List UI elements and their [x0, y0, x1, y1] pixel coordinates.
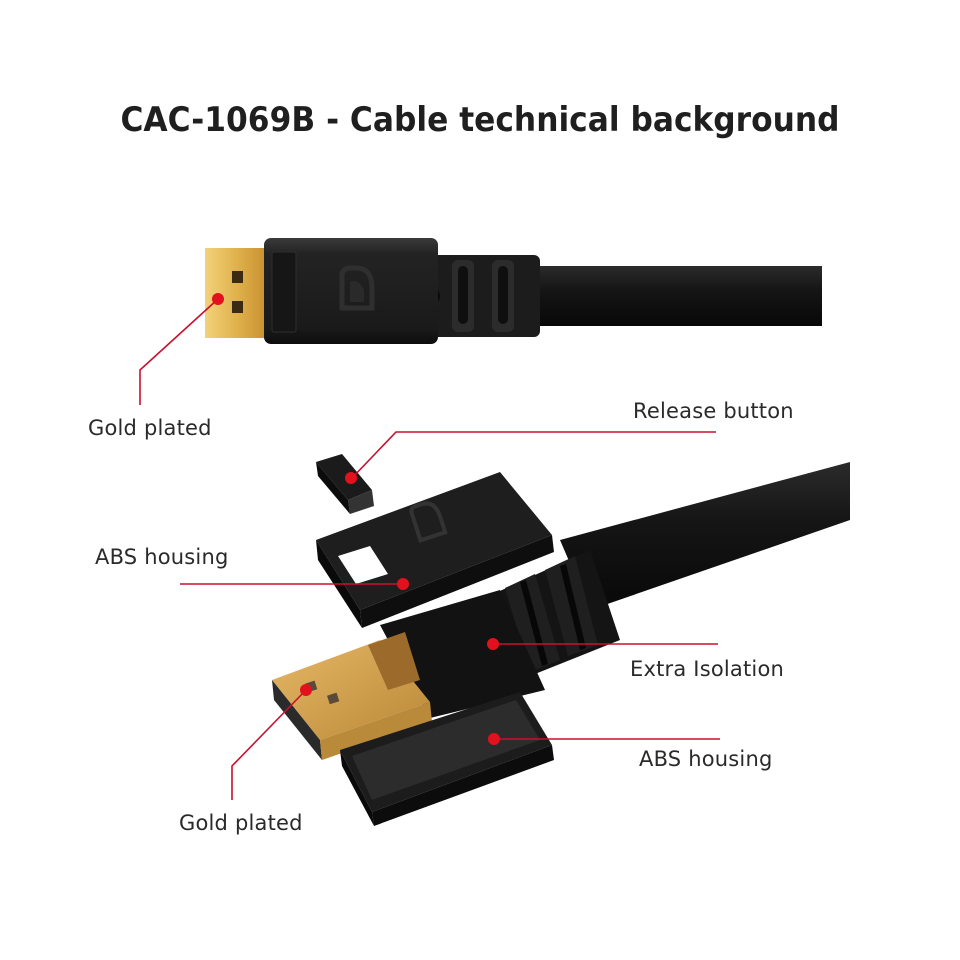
- marker-dots: [212, 293, 500, 745]
- marker-dot-abs-housing-bottom: [488, 733, 500, 745]
- displayport-logo-housing-icon: [409, 501, 448, 543]
- marker-dot-extra-isolation: [487, 638, 499, 650]
- strain-relief-top: [424, 255, 540, 337]
- callout-abs-housing-top: ABS housing: [95, 545, 229, 569]
- leader-gold-plated-top: [139, 298, 219, 405]
- leader-lines: [139, 298, 720, 800]
- marker-dot-gold-plated-top: [212, 293, 224, 305]
- assembled-connector: [205, 238, 822, 344]
- leader-release-button: [351, 431, 716, 479]
- marker-dot-abs-housing-top: [397, 578, 409, 590]
- cable-exploded: [560, 462, 850, 610]
- cable-top: [530, 266, 822, 326]
- leader-gold-plated-bottom: [231, 689, 307, 800]
- extra-isolation-molding: [380, 590, 545, 718]
- page-title: CAC-1069B - Cable technical background: [120, 100, 840, 140]
- callout-release-button: Release button: [633, 399, 794, 423]
- callout-gold-plated-top: Gold plated: [88, 416, 212, 440]
- marker-dot-gold-plated-bottom: [300, 684, 312, 696]
- exploded-connector: [272, 454, 850, 826]
- release-button-part: [316, 454, 374, 514]
- abs-housing-bottom-part: [340, 692, 554, 826]
- callout-gold-plated-bottom: Gold plated: [179, 811, 303, 835]
- marker-dot-release-button: [345, 472, 357, 484]
- gold-plug-exploded: [272, 632, 432, 760]
- displayport-logo-icon: [339, 265, 375, 311]
- callout-abs-housing-bottom: ABS housing: [639, 747, 773, 771]
- gold-plug-top: [205, 248, 267, 338]
- callout-extra-isolation: Extra Isolation: [630, 657, 785, 681]
